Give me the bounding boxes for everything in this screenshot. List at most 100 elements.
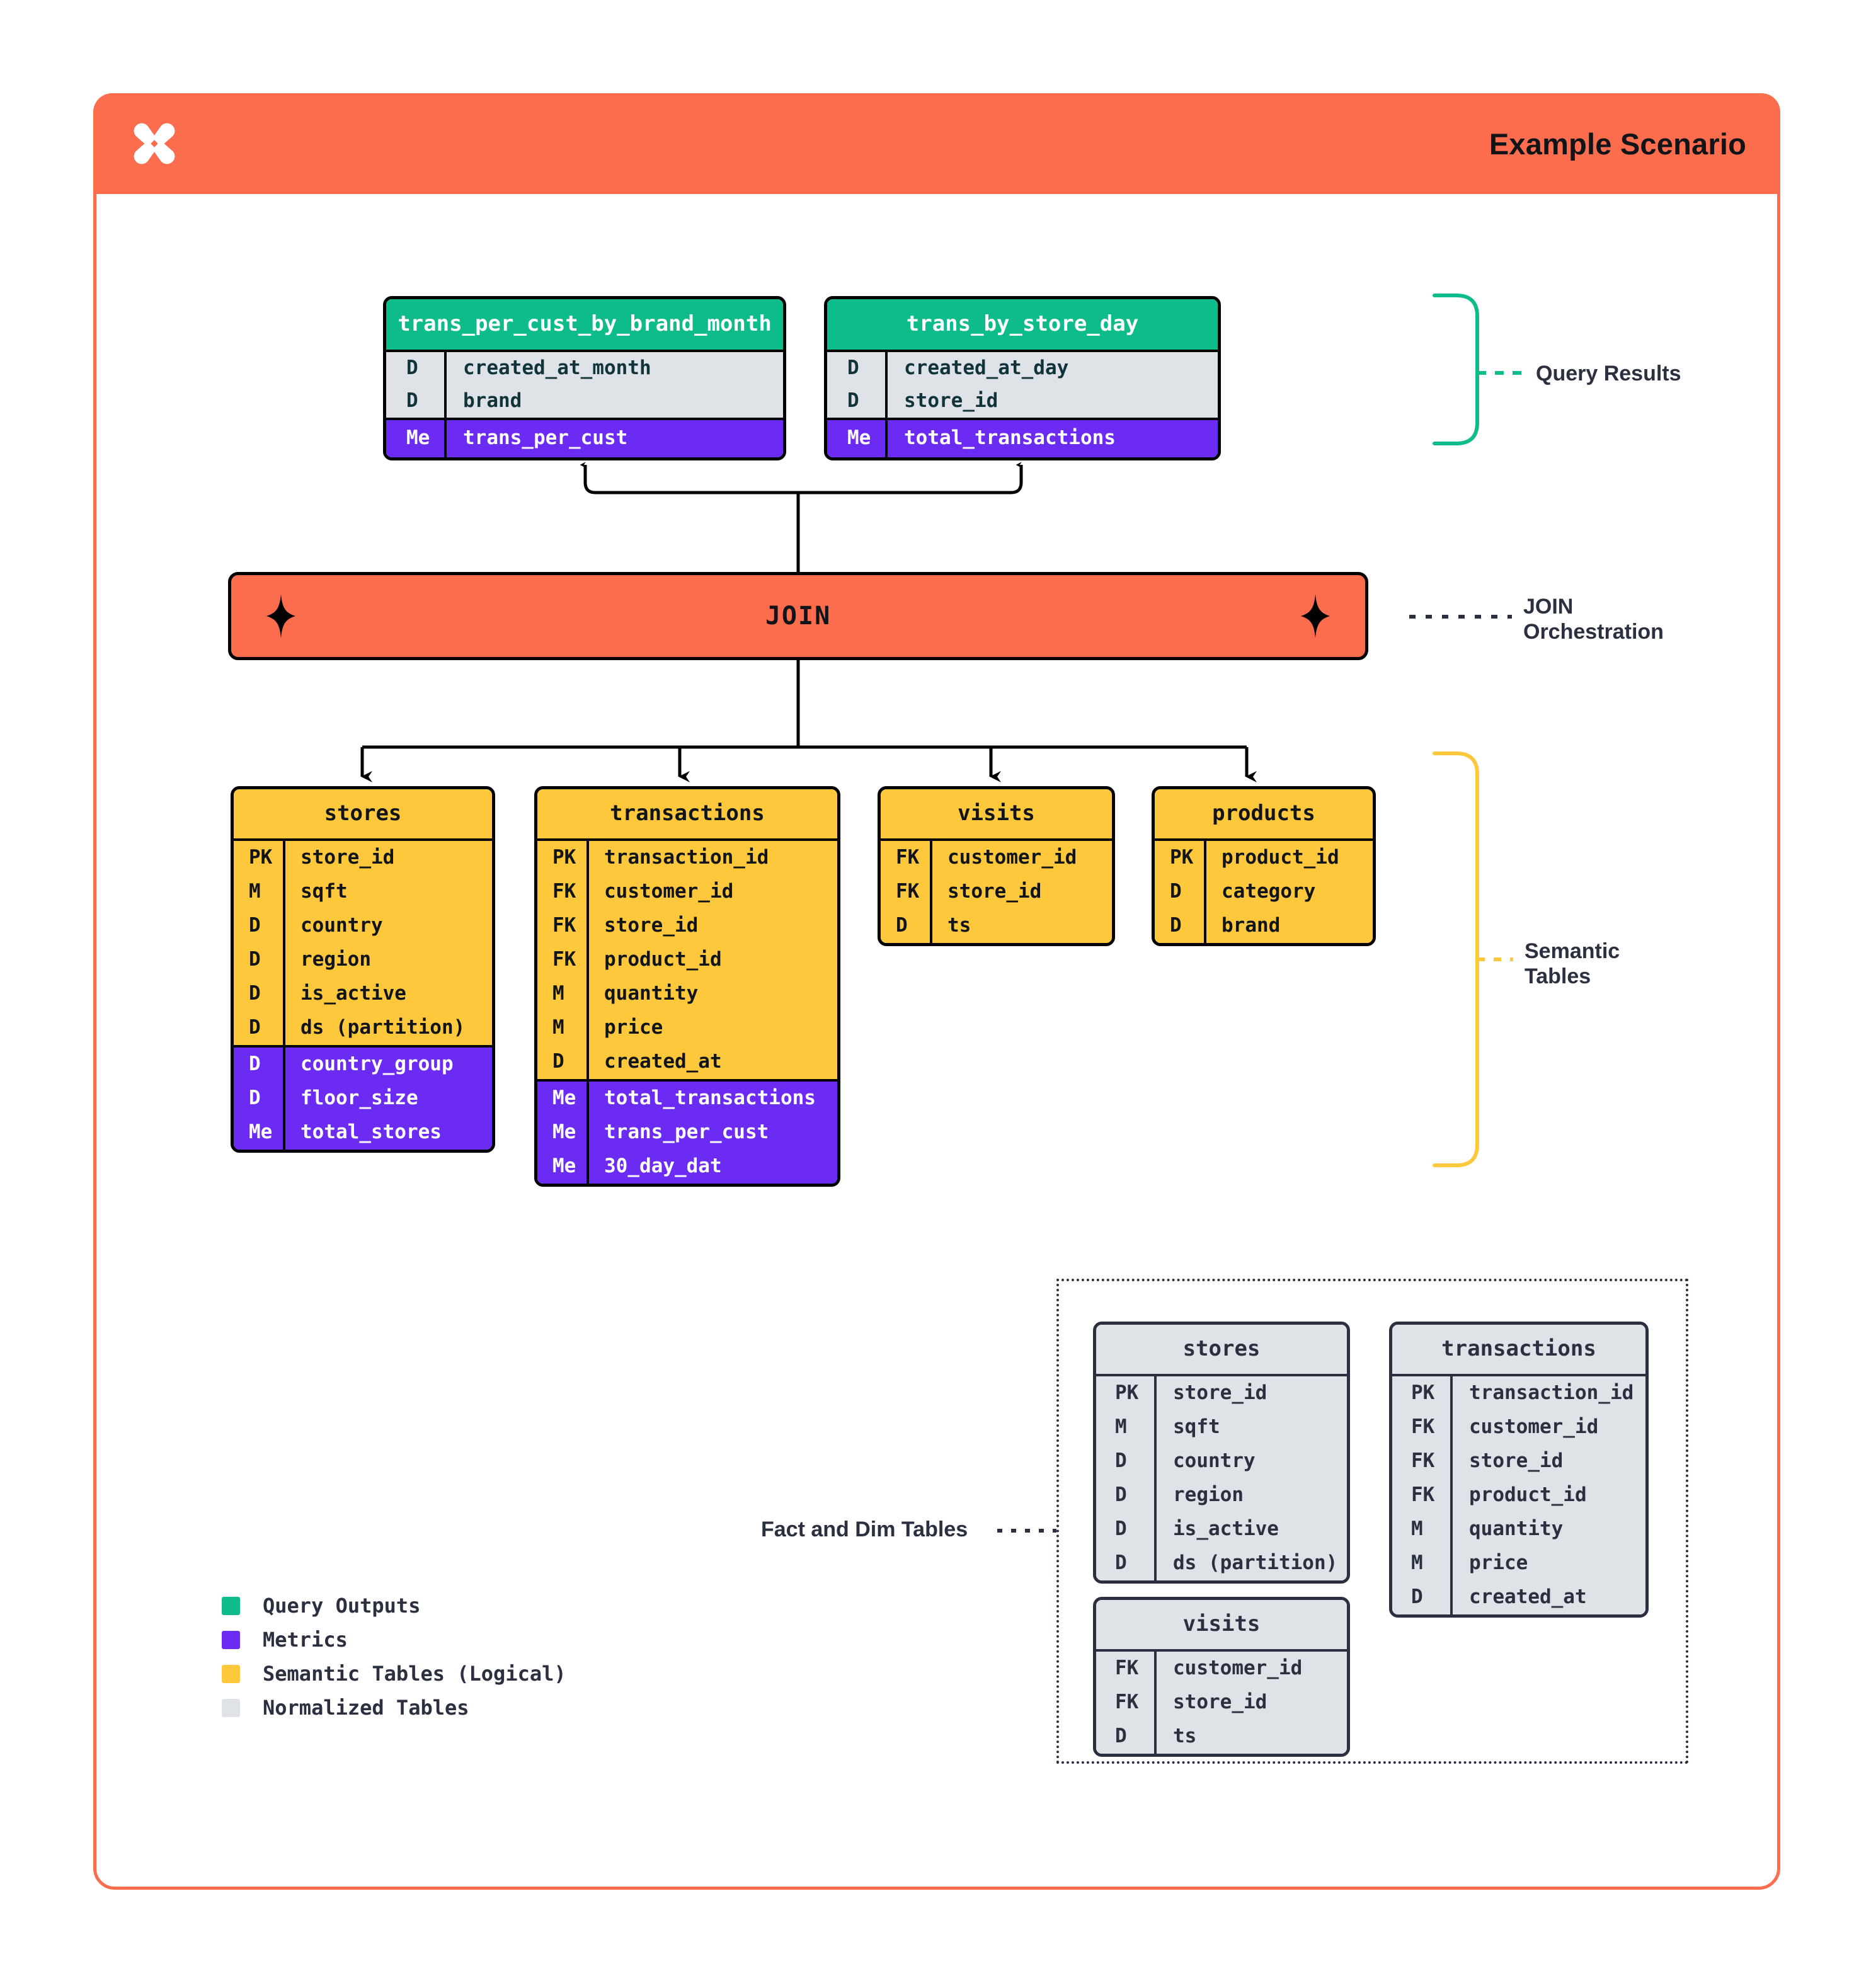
row-kind: D: [406, 357, 418, 379]
row-field: store_id: [1173, 1381, 1267, 1404]
row-field: created_at: [1469, 1585, 1587, 1608]
row-kind: FK: [1411, 1449, 1435, 1472]
table-header-name: products: [1155, 789, 1373, 841]
table-row: D created_at_month: [386, 352, 783, 385]
row-field: country: [1173, 1449, 1256, 1472]
row-kind: M: [552, 1016, 564, 1039]
row-field: total_transactions: [604, 1087, 816, 1109]
row-kind: D: [847, 357, 859, 379]
row-kind: Me: [249, 1121, 273, 1143]
query-result-table-trans-per-cust[interactable]: trans_per_cust_by_brand_month D created_…: [383, 296, 786, 460]
table-header-name: transactions: [537, 789, 837, 841]
row-kind: Me: [552, 1087, 576, 1109]
annotation-query-results: Query Results: [1536, 362, 1681, 386]
row-kind: D: [1115, 1551, 1127, 1574]
row-field: ds (partition): [1173, 1551, 1338, 1574]
row-field: total_transactions: [904, 426, 1116, 449]
row-field: store_id: [1173, 1691, 1267, 1713]
metric-rows: Me trans_per_cust: [386, 418, 783, 457]
dimension-rows: D created_at_month D brand: [386, 352, 783, 418]
row-kind: FK: [1115, 1691, 1139, 1713]
row-kind: D: [1115, 1483, 1127, 1506]
row-field: region: [300, 948, 371, 971]
row-field: created_at: [604, 1050, 722, 1073]
row-field: sqft: [1173, 1415, 1220, 1438]
row-field: floor_size: [300, 1087, 418, 1109]
row-kind: D: [1115, 1449, 1127, 1472]
table-row: Me trans_per_cust: [537, 1116, 837, 1150]
row-kind: D: [1170, 914, 1182, 937]
table-row: Me trans_per_cust: [386, 420, 783, 457]
row-field: brand: [463, 389, 522, 412]
row-field: ts: [947, 914, 971, 937]
legend-item: Normalized Tables: [222, 1691, 566, 1725]
sparkle-icon: [266, 594, 295, 638]
table-row: Me total_transactions: [537, 1082, 837, 1116]
legend: Query Outputs Metrics Semantic Tables (L…: [222, 1589, 566, 1725]
table-header-name: stores: [1096, 1325, 1347, 1376]
legend-swatch-normalized-tables: [222, 1698, 240, 1717]
row-field: trans_per_cust: [604, 1121, 769, 1143]
row-kind: Me: [847, 426, 871, 449]
butterfly-x-logo-icon: [134, 123, 175, 164]
row-field: store_id: [300, 846, 395, 869]
row-field: trans_per_cust: [463, 426, 628, 449]
table-header-name: transactions: [1392, 1325, 1645, 1376]
row-kind: M: [1411, 1551, 1423, 1574]
table-row: Me total_transactions: [827, 420, 1218, 457]
extended-rows: Me total_transactions Me trans_per_cust Me…: [537, 1079, 837, 1184]
fact-dim-group-box: [1056, 1279, 1688, 1764]
row-field: ds (partition): [300, 1016, 466, 1039]
annotation-semantic-tables: Semantic Tables: [1525, 939, 1620, 989]
join-label: JOIN: [765, 602, 832, 631]
row-kind: M: [552, 982, 564, 1005]
row-kind: Me: [552, 1121, 576, 1143]
row-field: sqft: [300, 880, 348, 903]
row-field: store_id: [1469, 1449, 1564, 1472]
table-header-name: visits: [881, 789, 1112, 841]
row-field: product_id: [1222, 846, 1339, 869]
table-row: FK store_id: [1392, 1444, 1645, 1478]
row-field: region: [1173, 1483, 1244, 1506]
join-orchestration-bar[interactable]: JOIN: [228, 572, 1368, 660]
row-field: quantity: [604, 982, 699, 1005]
row-kind: D: [1115, 1517, 1127, 1540]
row-field: customer_id: [604, 880, 734, 903]
query-result-table-trans-by-store-day[interactable]: trans_by_store_day D created_at_day D st…: [824, 296, 1221, 460]
row-kind: FK: [552, 948, 576, 971]
page-title: Example Scenario: [1489, 127, 1746, 161]
row-kind: PK: [1115, 1381, 1139, 1404]
